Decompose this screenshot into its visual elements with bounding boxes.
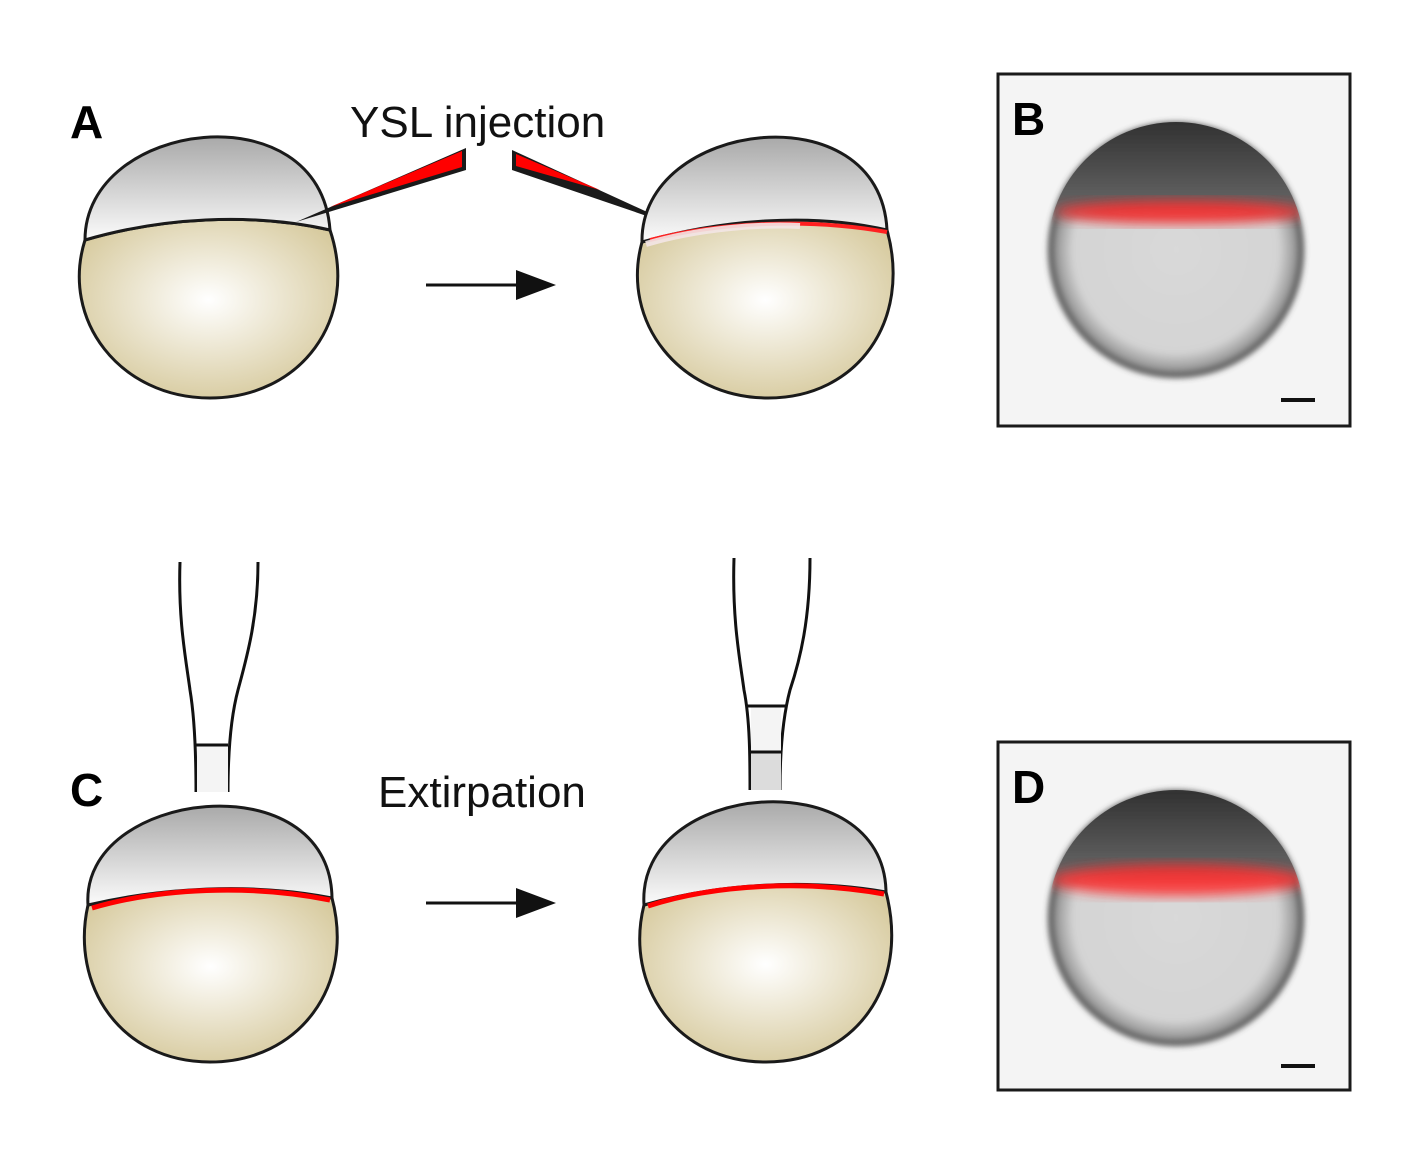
extirpation-pipette-right [732, 557, 812, 791]
scale-bar [1281, 1064, 1315, 1068]
embryo-before-injection [77, 135, 340, 400]
injection-needle-right [512, 150, 682, 228]
panel-a-label: A [70, 96, 103, 148]
embryo-after-injection [636, 135, 895, 400]
panel-b: B [996, 72, 1352, 428]
ysl-red-label [91, 887, 331, 911]
panel-a: A YSL injection [70, 96, 895, 400]
panel-c: C Extirpation [70, 557, 894, 1064]
panel-d-label: D [1012, 761, 1045, 813]
embryo-after-extirpation [638, 800, 894, 1064]
embryo-before-extirpation [82, 804, 339, 1064]
panel-d: D [996, 740, 1352, 1092]
arrow-right-icon [426, 888, 556, 918]
yolk-cell [638, 882, 894, 1064]
blastoderm [83, 135, 332, 243]
caption-extirpation: Extirpation [378, 768, 586, 817]
panel-b-label: B [1012, 93, 1045, 145]
scale-bar [1281, 398, 1315, 402]
ysl-red-label [647, 883, 885, 909]
panel-c-label: C [70, 764, 103, 816]
caption-ysl-injection: YSL injection [350, 98, 605, 147]
yolk-cell [82, 887, 339, 1064]
yolk-cell [77, 217, 340, 400]
arrow-right-icon [426, 270, 556, 300]
yolk-cell [636, 218, 895, 400]
injection-needle-left [296, 148, 466, 222]
extirpation-pipette-left [178, 561, 260, 793]
blastoderm [640, 135, 889, 244]
